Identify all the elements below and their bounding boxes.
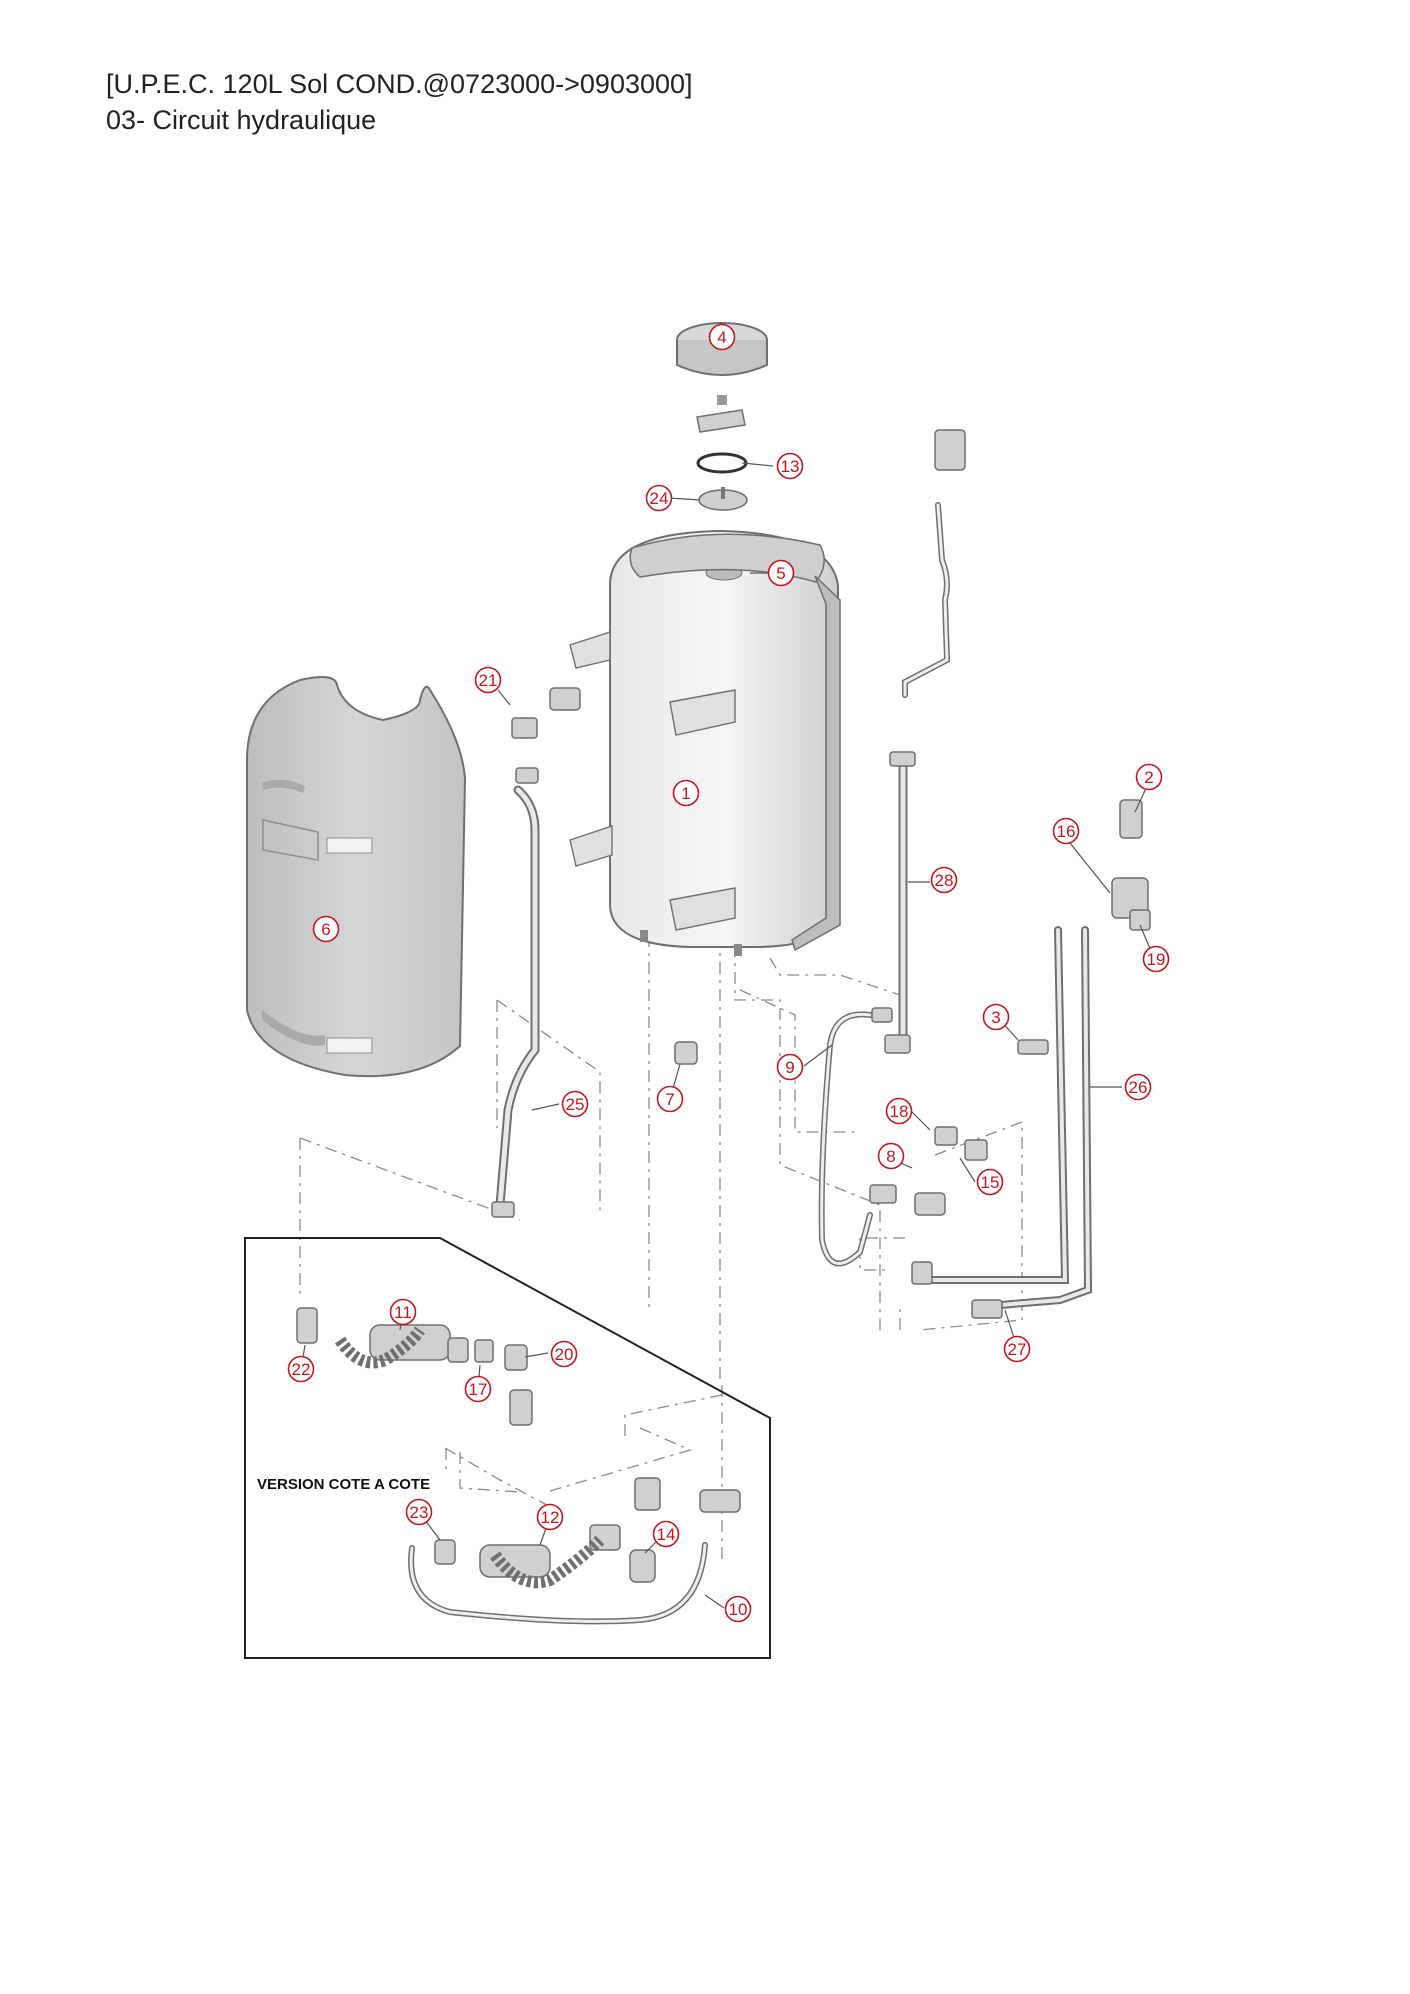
callout-14: 14 [652, 1520, 680, 1548]
document-header: [U.P.E.C. 120L Sol COND.@0723000->090300… [106, 66, 693, 138]
callout-11: 11 [389, 1298, 417, 1326]
callout-15: 15 [976, 1168, 1004, 1196]
callout-circle [930, 866, 958, 894]
callout-1: 1 [672, 779, 700, 807]
callout-27: 27 [1003, 1335, 1031, 1363]
callout-circle [885, 1097, 913, 1125]
callout-21: 21 [474, 666, 502, 694]
callout-24: 24 [645, 484, 673, 512]
callout-number: 16 [1057, 822, 1076, 841]
callout-10: 10 [724, 1595, 752, 1623]
callout-circle [708, 323, 736, 351]
callout-number: 24 [650, 489, 669, 508]
callout-9: 9 [776, 1053, 804, 1081]
callout-6: 6 [312, 915, 340, 943]
callout-circle [550, 1340, 578, 1368]
callout-number: 15 [981, 1173, 1000, 1192]
callout-3: 3 [982, 1003, 1010, 1031]
callout-circle [982, 1003, 1010, 1031]
callout-7: 7 [656, 1085, 684, 1113]
callout-circle [1142, 945, 1170, 973]
callout-26: 26 [1124, 1073, 1152, 1101]
callout-12: 12 [536, 1503, 564, 1531]
callout-4: 4 [708, 323, 736, 351]
callout-circle [389, 1298, 417, 1326]
callout-circle [312, 915, 340, 943]
callout-number: 10 [729, 1600, 748, 1619]
callout-circle [877, 1142, 905, 1170]
callout-circle [474, 666, 502, 694]
callout-16: 16 [1052, 817, 1080, 845]
callout-number: 9 [785, 1058, 794, 1077]
callout-28: 28 [930, 866, 958, 894]
callout-number: 1 [681, 784, 690, 803]
callout-number: 14 [657, 1525, 676, 1544]
callout-number: 19 [1147, 950, 1166, 969]
callout-circle [656, 1085, 684, 1113]
callout-13: 13 [776, 452, 804, 480]
callout-circle [976, 1168, 1004, 1196]
callout-17: 17 [464, 1375, 492, 1403]
callout-19: 19 [1142, 945, 1170, 973]
callout-number: 4 [717, 328, 726, 347]
callout-25: 25 [561, 1090, 589, 1118]
callout-number: 11 [394, 1303, 412, 1322]
flexible-hoses [335, 1326, 605, 1589]
inset-version-label: VERSION COTE A COTE [257, 1476, 430, 1493]
callout-circle [724, 1595, 752, 1623]
callout-circle [1052, 817, 1080, 845]
top-assembly-parts [676, 322, 768, 511]
callout-number: 25 [566, 1095, 585, 1114]
callout-number: 12 [541, 1508, 560, 1527]
callout-circle [776, 452, 804, 480]
hot-water-tank [569, 529, 841, 956]
callout-circle [672, 779, 700, 807]
callout-20: 20 [550, 1340, 578, 1368]
page-title: [U.P.E.C. 120L Sol COND.@0723000->090300… [106, 69, 693, 99]
callout-2: 2 [1135, 763, 1163, 791]
callout-circle [776, 1053, 804, 1081]
callout-number: 5 [776, 564, 785, 583]
callout-circle [652, 1520, 680, 1548]
insulation-jacket [246, 675, 467, 1078]
callout-number: 2 [1144, 768, 1153, 787]
callout-circle [1135, 763, 1163, 791]
callout-circle [1003, 1335, 1031, 1363]
callout-number: 3 [991, 1008, 1000, 1027]
callout-circle [767, 559, 795, 587]
callout-number: 17 [469, 1380, 488, 1399]
callout-circle [287, 1355, 315, 1383]
fittings [296, 429, 1151, 1583]
callout-circle [1124, 1073, 1152, 1101]
callout-number: 23 [410, 1503, 429, 1522]
callout-circle [645, 484, 673, 512]
callout-circle [536, 1503, 564, 1531]
callout-number: 7 [665, 1090, 674, 1109]
callout-number: 22 [292, 1360, 311, 1379]
callout-number: 27 [1008, 1340, 1027, 1359]
inset-frame [244, 1237, 771, 1659]
page-subtitle: 03- Circuit hydraulique [106, 105, 377, 135]
callout-22: 22 [287, 1355, 315, 1383]
callout-circle [464, 1375, 492, 1403]
callout-circle [561, 1090, 589, 1118]
callout-23: 23 [405, 1498, 433, 1526]
callout-number: 6 [321, 920, 330, 939]
callout-circle [405, 1498, 433, 1526]
callout-number: 28 [935, 871, 954, 890]
pipes [408, 502, 1093, 1625]
callout-5: 5 [767, 559, 795, 587]
callout-number: 13 [781, 457, 800, 476]
callout-number: 18 [890, 1102, 909, 1121]
callout-number: 8 [886, 1147, 895, 1166]
callout-8: 8 [877, 1142, 905, 1170]
callout-number: 20 [555, 1345, 574, 1364]
callout-number: 21 [479, 671, 498, 690]
callout-number: 26 [1129, 1078, 1148, 1097]
callout-18: 18 [885, 1097, 913, 1125]
